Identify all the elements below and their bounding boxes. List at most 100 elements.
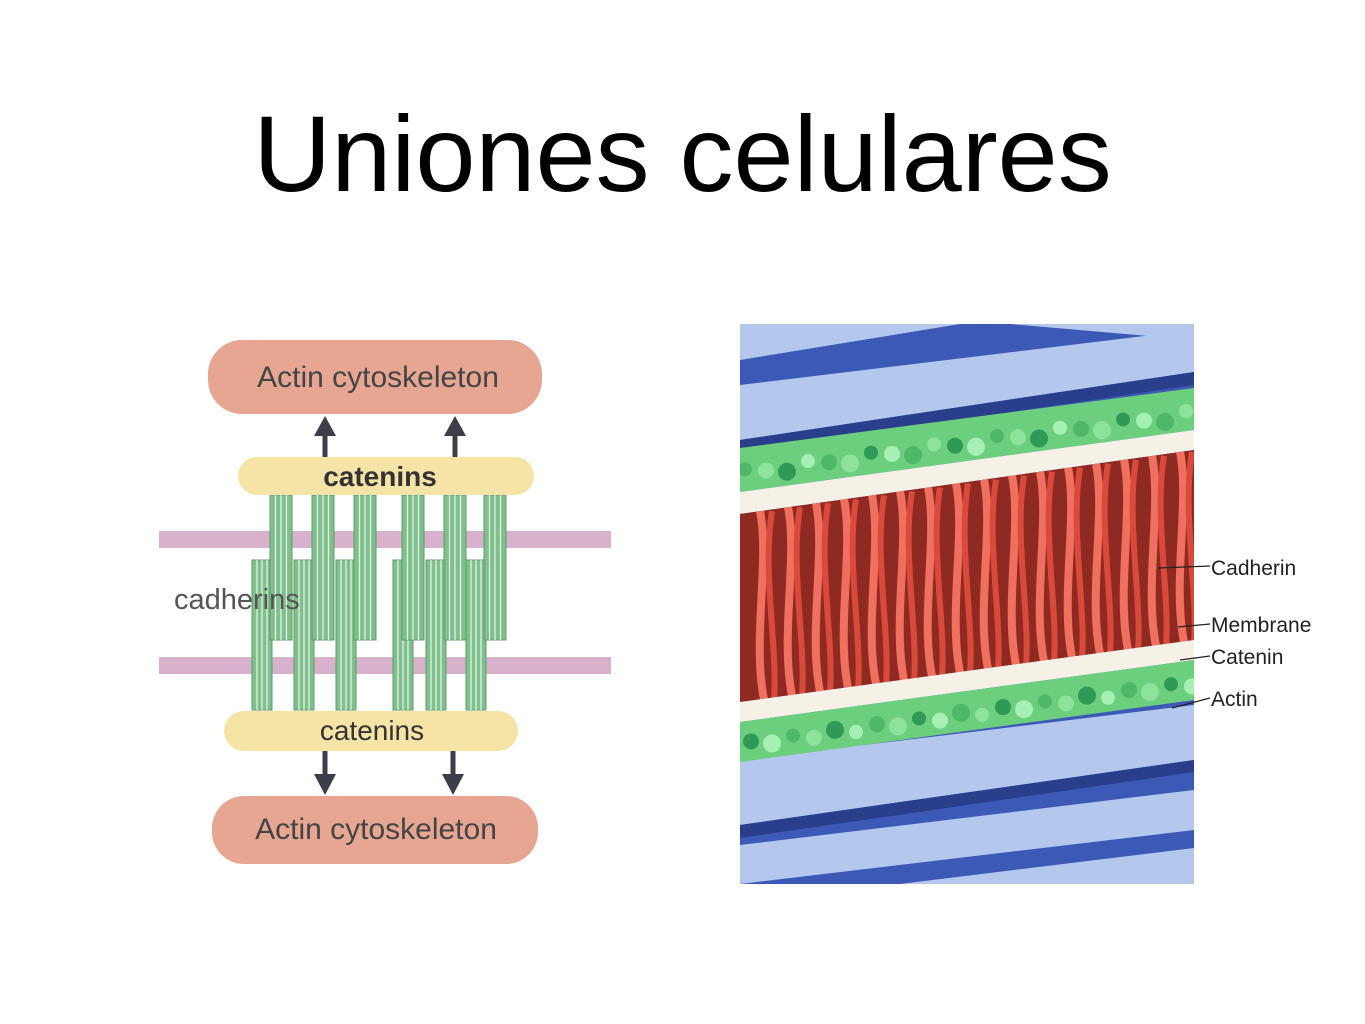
cadherin-strand — [1185, 451, 1194, 643]
catenin-blob — [841, 454, 859, 473]
cadherin-strand — [1101, 463, 1114, 654]
label-membrane: Membrane — [1211, 614, 1311, 637]
cadherin-bundles — [251, 494, 507, 711]
upper-membrane-band — [740, 430, 1194, 514]
catenin-blob — [889, 717, 907, 736]
catenin-blob — [1010, 429, 1026, 446]
catenin-blob — [1015, 700, 1033, 719]
catenin-blob — [1184, 678, 1194, 695]
catenin-blob — [806, 729, 822, 746]
bottom-cytoskeleton-bar — [212, 796, 538, 864]
catenin-blob — [869, 716, 885, 733]
cadherin-strand — [951, 482, 964, 674]
catenin-blob — [1078, 686, 1096, 705]
catenin-blob — [740, 462, 752, 477]
catenin-blob — [758, 462, 774, 479]
bottom-catenins-label: catenins — [320, 715, 424, 746]
catenin-blob — [864, 445, 878, 460]
catenin-blob — [1073, 420, 1089, 437]
label-leaders — [1157, 565, 1211, 709]
cadherin-strand — [1091, 463, 1104, 655]
label-catenin: Catenin — [1211, 646, 1283, 669]
actin-filaments — [740, 324, 1194, 884]
cadherin-strand — [783, 506, 796, 697]
lower-membrane-band — [740, 640, 1194, 722]
catenin-blob — [743, 733, 759, 750]
catenin-blob — [821, 454, 837, 471]
cadherin-strand — [933, 487, 946, 677]
catenin-blob — [1121, 681, 1137, 698]
cadherin-strand — [1045, 471, 1058, 662]
cadherin-strand — [793, 506, 806, 696]
catenin-blob — [912, 711, 926, 726]
cadherin-strand — [811, 502, 824, 693]
cadherin-strand — [1063, 466, 1076, 659]
catenin-blob — [786, 728, 800, 743]
catenin-blob — [995, 699, 1011, 716]
cadherin-junction-illustration: Cadherin Membrane Catenin Actin — [740, 324, 1311, 884]
catenin-blob — [778, 462, 796, 481]
cadherin-strand — [1073, 467, 1086, 658]
cadherin-strand — [1035, 470, 1048, 662]
cadherin-strand — [923, 486, 936, 678]
cadherin-strand — [961, 483, 974, 673]
cadherin-strand — [1119, 459, 1132, 651]
cadherin-strand — [1129, 459, 1142, 651]
cadherin-strand — [1147, 455, 1160, 647]
catenin-blob — [1093, 421, 1111, 440]
catenin-blob — [990, 429, 1004, 444]
bottom-cytoskeleton-label: Actin cytoskeleton — [255, 813, 497, 846]
cadherin-strand — [989, 479, 1002, 670]
top-catenins-bar — [238, 457, 534, 495]
label-cadherin: Cadherin — [1211, 557, 1296, 580]
catenin-blob — [884, 445, 900, 462]
top-cytoskeleton-bar — [208, 340, 542, 414]
catenin-blob — [927, 437, 941, 452]
catenin-blob — [1030, 429, 1048, 448]
catenin-blob — [904, 446, 922, 465]
catenin-blob — [932, 712, 948, 729]
cadherin-strand — [755, 510, 768, 701]
catenin-blob — [826, 720, 844, 739]
catenin-blob — [849, 725, 863, 740]
cadherin-strand — [1175, 451, 1188, 643]
catenin-blob — [1101, 690, 1115, 705]
catenin-blob — [967, 437, 985, 456]
adherens-junction-schematic: Actin cytoskeleton catenins cadherins ca… — [159, 340, 611, 864]
cadherin-strand — [877, 494, 890, 685]
catenin-blob — [1116, 412, 1130, 427]
cadherin-strand — [849, 498, 862, 689]
top-catenins-label: catenins — [323, 461, 437, 492]
top-arrows — [314, 416, 466, 457]
cadherin-strand — [1007, 474, 1020, 666]
upper-membrane — [159, 531, 611, 548]
catenin-blob — [1038, 694, 1052, 709]
catenin-blob — [1164, 677, 1178, 692]
catenin-blobs — [740, 404, 1194, 753]
cadherin-strand — [979, 478, 992, 670]
catenin-blob — [1053, 420, 1067, 435]
cadherin-strand — [1157, 455, 1170, 647]
cadherin-strand — [765, 510, 778, 700]
slide-title: Uniones celulares — [253, 93, 1112, 214]
cadherin-strand — [895, 490, 908, 682]
cadherin-strand — [867, 494, 880, 685]
cadherin-strand — [1017, 475, 1030, 666]
cadherin-strand — [839, 498, 852, 689]
cadherin-strands — [755, 451, 1194, 701]
catenin-blob — [1141, 683, 1159, 702]
catenin-blob — [1156, 412, 1174, 431]
label-actin: Actin — [1211, 688, 1258, 711]
background-shadows — [740, 372, 1194, 838]
catenin-blob — [1179, 404, 1193, 419]
top-cytoskeleton-label: Actin cytoskeleton — [257, 361, 499, 394]
catenin-blob — [952, 703, 970, 722]
cadherin-strand — [905, 490, 918, 681]
bottom-catenins-bar — [224, 711, 518, 751]
cadherins-label: cadherins — [174, 584, 300, 616]
catenin-blob — [763, 734, 781, 753]
catenin-blob — [975, 707, 989, 722]
cadherin-strand — [821, 502, 834, 692]
lower-membrane — [159, 657, 611, 674]
